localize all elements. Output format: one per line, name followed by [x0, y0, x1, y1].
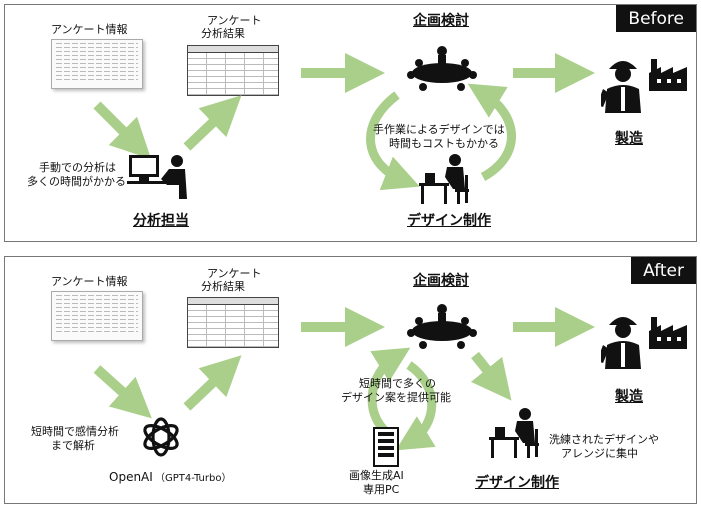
worker-icon — [601, 61, 641, 113]
after-planning-label: 企画検討 — [413, 273, 469, 289]
before-manual-note-1: 手動での分析は — [39, 161, 116, 174]
after-loop-note-1: 短時間で多くの — [359, 377, 436, 390]
ai-model: （GPT4-Turbo） — [155, 473, 232, 484]
after-sentiment-note-2: まで解析 — [51, 439, 95, 452]
before-planning-label: 企画検討 — [413, 13, 469, 29]
after-survey-sheet — [51, 291, 143, 341]
before-result-label-1: アンケート — [207, 14, 262, 27]
before-arrows — [93, 53, 595, 191]
meeting-table-icon — [407, 46, 477, 91]
before-design-label: デザイン制作 — [407, 213, 491, 229]
after-panel: After アンケート情報 アンケート 分析結果 短時間で感情分析 まで解析 O… — [4, 256, 697, 504]
before-result-label-2: 分析結果 — [201, 27, 245, 40]
factory-icon — [649, 59, 687, 91]
after-design-label: デザイン制作 — [475, 475, 559, 491]
factory-icon-after — [649, 317, 687, 349]
before-manufacturing-label: 製造 — [615, 131, 643, 147]
server-pc-icon — [373, 427, 399, 467]
before-survey-sheet — [51, 39, 143, 89]
analyst-computer-icon — [127, 155, 187, 199]
before-manual-note-2: 多くの時間がかかる — [27, 175, 126, 188]
before-loop-note-2: 時間もコストもかかる — [389, 137, 499, 150]
after-arrows — [93, 307, 595, 451]
after-result-label-2: 分析結果 — [201, 280, 245, 293]
after-result-label-1: アンケート — [207, 267, 262, 280]
after-survey-label: アンケート情報 — [51, 275, 128, 288]
worker-icon-after — [601, 317, 641, 369]
meeting-table-icon-after — [407, 304, 477, 349]
refine-note-1: 洗練されたデザインや — [549, 433, 659, 446]
openai-logo-icon — [143, 417, 179, 457]
after-sentiment-note-1: 短時間で感情分析 — [31, 425, 119, 438]
before-loop-note-1: 手作業によるデザインでは — [373, 123, 505, 136]
designer-desk-icon-after — [489, 408, 539, 458]
pc-label-2: 専用PC — [363, 483, 400, 496]
refine-note-2: アレンジに集中 — [561, 447, 638, 460]
after-result-table — [187, 297, 279, 348]
after-loop-note-2: デザイン案を提供可能 — [341, 391, 451, 404]
ai-name: OpenAI — [109, 470, 153, 484]
after-manufacturing-label: 製造 — [615, 389, 643, 405]
before-result-table — [187, 45, 279, 96]
after-tag: After — [631, 257, 696, 284]
pc-label-1: 画像生成AI — [349, 469, 404, 482]
before-analyst-label: 分析担当 — [133, 213, 189, 229]
before-tag: Before — [616, 5, 696, 32]
before-panel: Before アンケート情報 アンケート 分析結果 手動での分析は 多くの時間が… — [4, 4, 697, 242]
before-survey-label: アンケート情報 — [51, 23, 128, 36]
designer-desk-icon — [419, 154, 469, 204]
